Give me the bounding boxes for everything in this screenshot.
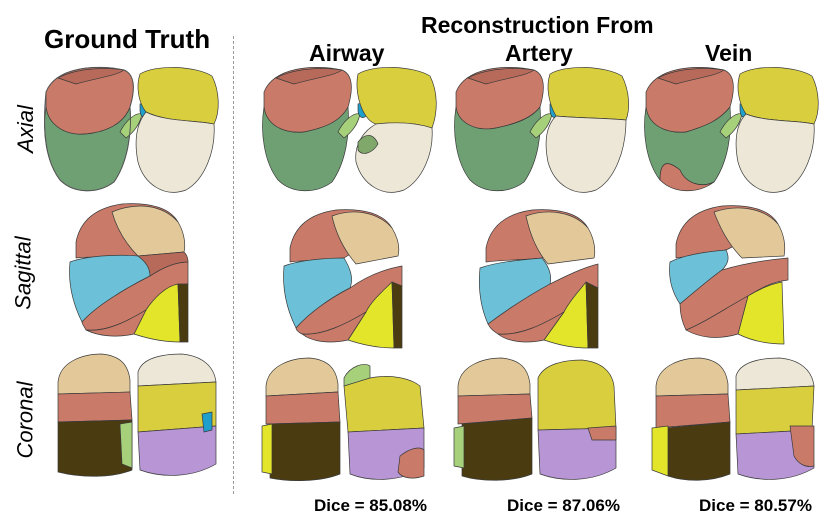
ground-truth-title: Ground Truth xyxy=(44,24,211,54)
row-label-sagittal: Sagittal xyxy=(10,236,36,310)
dice-vein: Dice = 80.57% xyxy=(699,496,812,515)
axial-left-lung-lower xyxy=(135,111,215,193)
axial-artery-render xyxy=(454,67,629,193)
sagittal-ground-truth-render xyxy=(69,203,189,343)
sagittal-artery-render xyxy=(478,209,599,349)
row-label-coronal: Coronal xyxy=(12,381,38,459)
column-title-airway: Airway xyxy=(309,40,385,66)
axial-vein-render xyxy=(644,67,819,193)
sagittal-vein-render xyxy=(669,205,789,345)
coronal-airway-render xyxy=(261,357,425,481)
dice-artery: Dice = 87.06% xyxy=(507,496,620,515)
sagittal-airway-render xyxy=(283,209,403,349)
coronal-artery-render xyxy=(453,357,617,481)
axial-ground-truth-render xyxy=(44,66,219,193)
dice-airway: Dice = 85.08% xyxy=(314,496,427,515)
column-title-artery: Artery xyxy=(505,40,573,66)
column-title-vein: Vein xyxy=(705,40,753,66)
axial-airway-render xyxy=(262,67,437,193)
row-label-axial: Axial xyxy=(12,105,38,153)
coronal-ground-truth-render xyxy=(57,353,217,477)
reconstruction-from-title: Reconstruction From xyxy=(421,12,654,38)
coronal-vein-render xyxy=(651,357,815,481)
column-divider xyxy=(233,36,234,494)
